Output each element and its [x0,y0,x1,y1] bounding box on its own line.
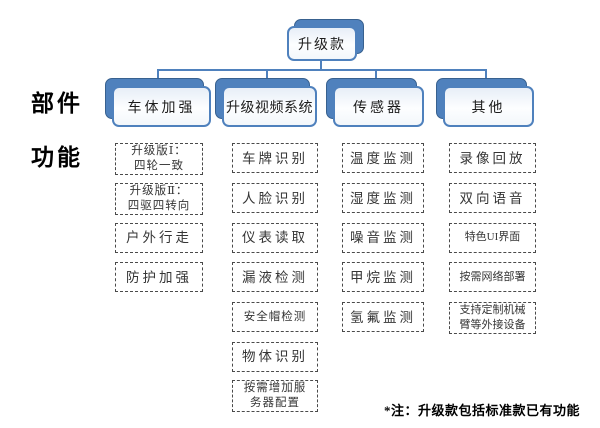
feature-label: 漏液检测 [242,269,308,285]
feature-label: 四驱四转向 [127,200,191,212]
connector-horizontal-bus [157,69,487,71]
feature-box: 特色UI界面 [449,222,536,253]
feature-box: 甲烷监测 [342,262,424,292]
feature-label: 臂等外接设备 [459,319,526,331]
feature-box: 湿度监测 [342,183,424,213]
branch-node-face: 车体加强 [112,86,211,127]
feature-label: 湿度监测 [350,190,416,206]
branch-node-label: 升级视频系统 [226,100,313,116]
row-label-functions: 功能 [31,145,83,170]
feature-label: 录像回放 [459,150,526,166]
feature-label: 温度监测 [350,150,416,166]
footnote: *注：升级款包括标准款已有功能 [384,403,581,418]
connector-branch-stub [485,69,487,83]
branch-node-face: 传感器 [333,86,424,127]
feature-box: 升级版Ⅱ： 四驱四转向 [115,183,203,215]
feature-label: 升级版Ⅱ： [129,185,189,197]
feature-box: 车牌识别 [232,143,318,173]
feature-label: 支持定制机械 [459,304,526,316]
feature-box: 录像回放 [449,143,536,173]
feature-box: 双向语音 [449,183,536,213]
feature-label: 噪音监测 [350,230,416,245]
branch-node-label: 传感器 [353,100,404,116]
feature-label: 车牌识别 [242,150,308,166]
feature-label: 升级版Ⅰ： [131,145,187,157]
connector-branch-stub [266,69,268,83]
feature-label: 氢氟监测 [350,309,416,325]
feature-box: 氢氟监测 [342,302,424,332]
feature-box: 漏液检测 [232,262,318,292]
root-node-label: 升级款 [298,37,346,53]
connector-branch-stub [375,69,377,83]
branch-node-face: 升级视频系统 [222,86,317,127]
connector-branch-stub [157,69,159,83]
feature-label: 务器配置 [250,397,300,409]
feature-box: 仪表读取 [232,222,318,253]
feature-box: 噪音监测 [342,222,424,253]
branch-node-face: 其他 [443,86,534,127]
branch-node-label: 其他 [471,100,506,116]
feature-label: 按需网络部署 [459,270,526,283]
feature-box: 安全帽检测 [232,302,318,332]
feature-label: 按需增加服 [243,382,307,394]
feature-box: 温度监测 [342,143,424,173]
feature-label: 防护加强 [126,269,192,285]
feature-label: 人脸识别 [242,190,308,206]
branch-node-label: 车体加强 [127,100,196,116]
feature-label: 甲烷监测 [350,269,416,285]
feature-label: 特色UI界面 [464,231,521,243]
feature-label: 户外行走 [126,230,192,245]
feature-box: 升级版Ⅰ： 四轮一致 [115,143,203,175]
feature-label: 安全帽检测 [243,310,307,323]
feature-box: 支持定制机械臂等外接设备 [449,302,536,334]
row-label-components: 部件 [31,91,83,116]
feature-label: 仪表读取 [242,230,308,245]
feature-box: 物体识别 [232,341,318,372]
connector-root-vertical [320,60,322,70]
feature-label: 四轮一致 [134,160,184,172]
root-node-face: 升级款 [287,26,357,61]
feature-box: 人脸识别 [232,183,318,213]
feature-box: 户外行走 [115,222,203,253]
feature-label: 双向语音 [459,190,526,206]
feature-box: 防护加强 [115,262,203,292]
feature-box: 按需网络部署 [449,262,536,292]
feature-box: 按需增加服务器配置 [232,380,318,412]
feature-label: 物体识别 [242,349,308,364]
